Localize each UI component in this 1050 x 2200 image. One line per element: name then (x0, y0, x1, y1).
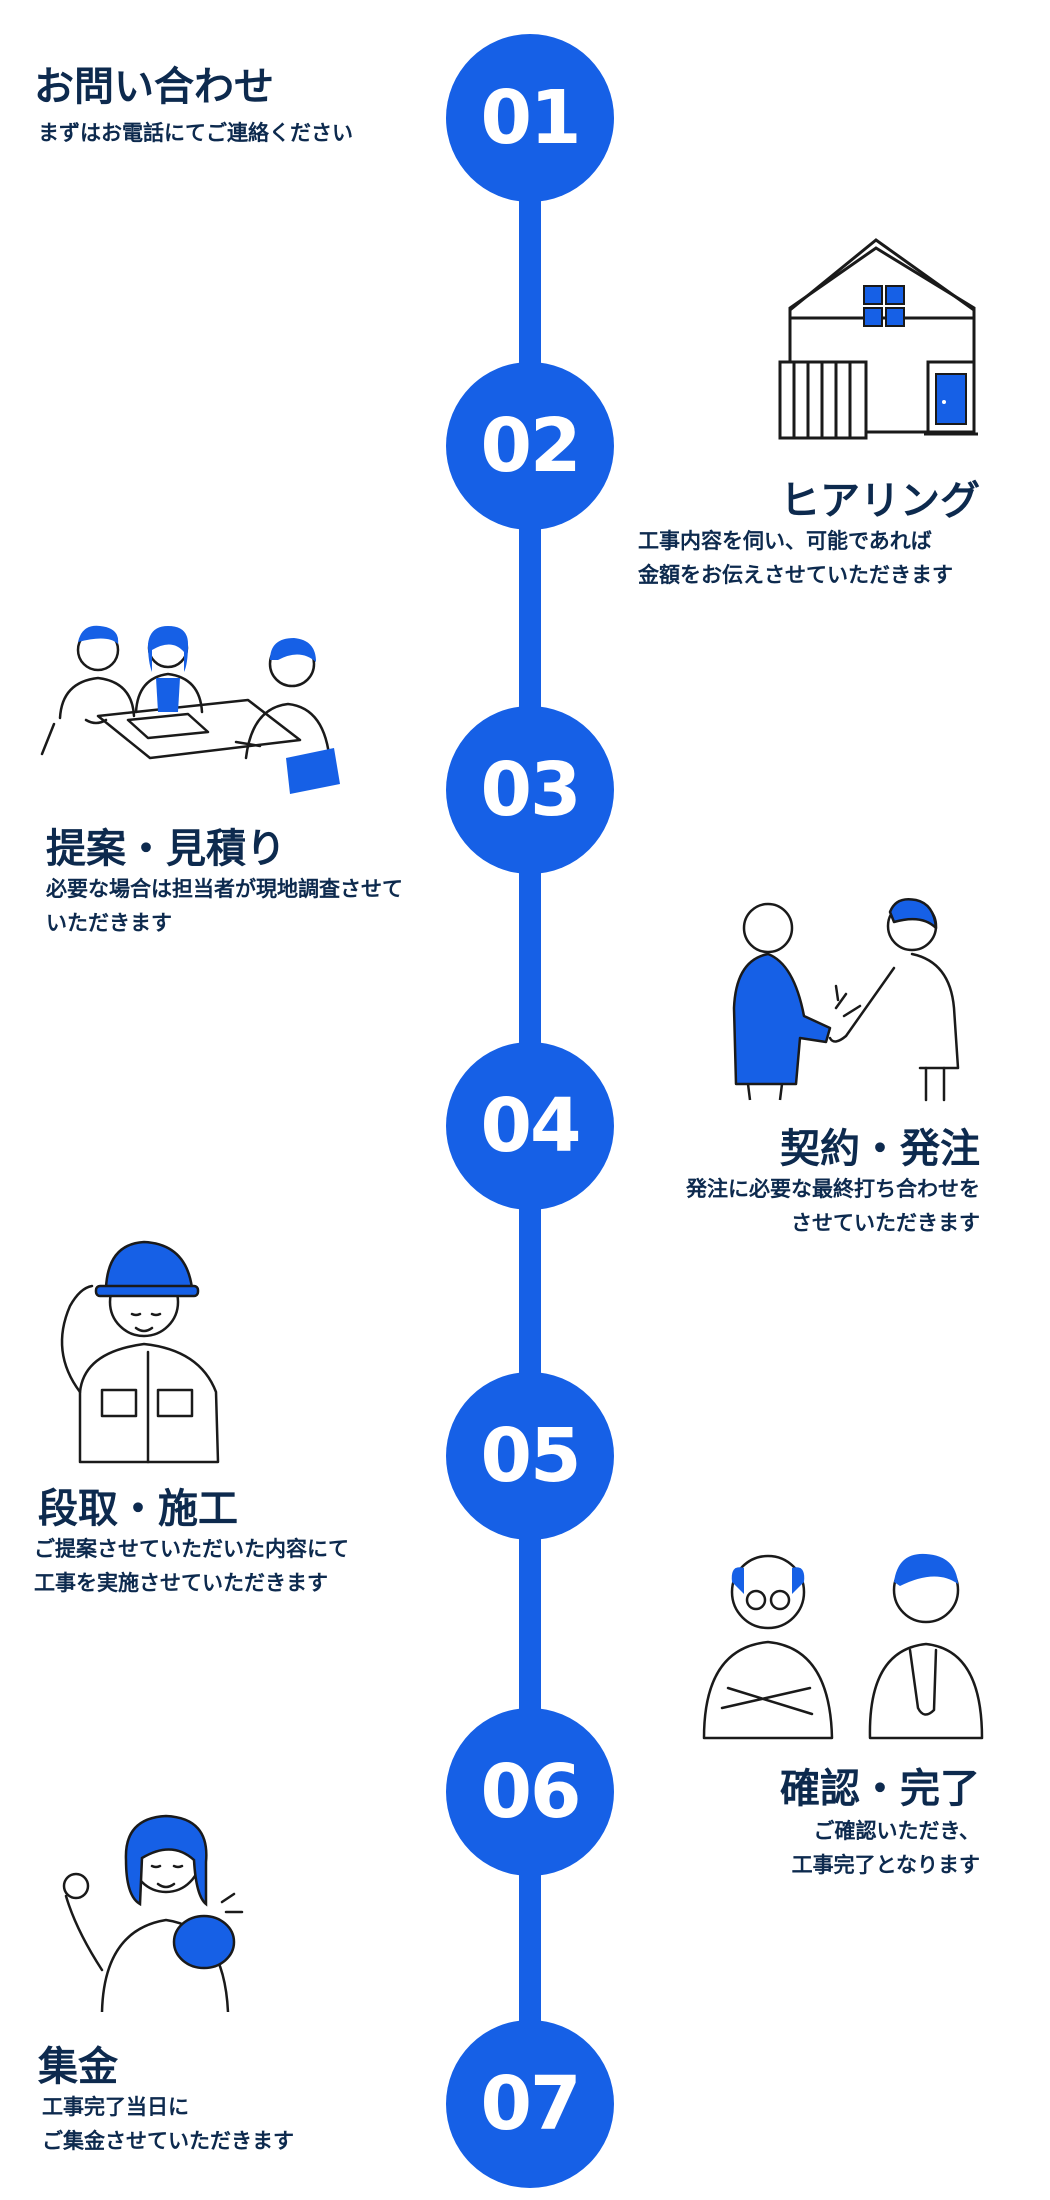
step-desc-01: まずはお電話にてご連絡ください (38, 116, 353, 150)
two-people-icon (700, 1538, 990, 1744)
handshake-icon (726, 888, 976, 1104)
step-number-01: 01 (446, 34, 614, 202)
step-number-05: 05 (446, 1372, 614, 1540)
wallet-woman-icon (46, 1800, 256, 2012)
step-desc-03-line-1: 必要な場合は担当者が現地調査させて (46, 877, 403, 901)
step-desc-05-line-2: 工事を実施させていただきます (34, 1571, 328, 1595)
step-desc-02-line-1: 工事内容を伺い、可能であれば (638, 529, 932, 553)
step-title-05: 段取・施工 (38, 1486, 238, 1532)
step-desc-03-line-2: いただきます (46, 911, 172, 935)
step-desc-01-line-1: まずはお電話にてご連絡ください (38, 121, 353, 145)
step-desc-05-line-1: ご提案させていただいた内容にて (34, 1537, 349, 1561)
step-number-06: 06 (446, 1708, 614, 1876)
step-desc-03: 必要な場合は担当者が現地調査させて いただきます (46, 872, 403, 940)
step-title-06: 確認・完了 (780, 1766, 980, 1812)
house-icon (776, 234, 986, 444)
step-number-03: 03 (446, 706, 614, 874)
step-title-04: 契約・発注 (780, 1126, 980, 1172)
step-title-01: お問い合わせ (34, 64, 274, 110)
step-desc-02-line-2: 金額をお伝えさせていただきます (638, 563, 953, 587)
step-desc-02: 工事内容を伺い、可能であれば 金額をお伝えさせていただきます (638, 524, 953, 592)
step-desc-06-line-1: ご確認いただき、 (813, 1819, 980, 1843)
meeting-icon (38, 608, 348, 798)
step-desc-04-line-2: させていただきます (791, 1211, 980, 1235)
step-title-02: ヒアリング (780, 478, 980, 524)
step-desc-04: 発注に必要な最終打ち合わせを させていただきます (686, 1172, 980, 1240)
step-number-07: 07 (446, 2020, 614, 2188)
step-desc-06-line-2: 工事完了となります (791, 1853, 980, 1877)
step-desc-07: 工事完了当日に ご集金させていただきます (42, 2090, 294, 2158)
step-desc-04-line-1: 発注に必要な最終打ち合わせを (686, 1177, 980, 1201)
step-desc-06: ご確認いただき、 工事完了となります (792, 1814, 980, 1882)
step-title-07: 集金 (38, 2044, 118, 2090)
step-desc-07-line-1: 工事完了当日に (42, 2095, 189, 2119)
step-desc-05: ご提案させていただいた内容にて 工事を実施させていただきます (34, 1532, 349, 1600)
step-desc-07-line-2: ご集金させていただきます (42, 2129, 294, 2153)
step-title-03: 提案・見積り (46, 826, 286, 872)
step-number-04: 04 (446, 1042, 614, 1210)
step-number-02: 02 (446, 362, 614, 530)
worker-icon (40, 1232, 230, 1464)
